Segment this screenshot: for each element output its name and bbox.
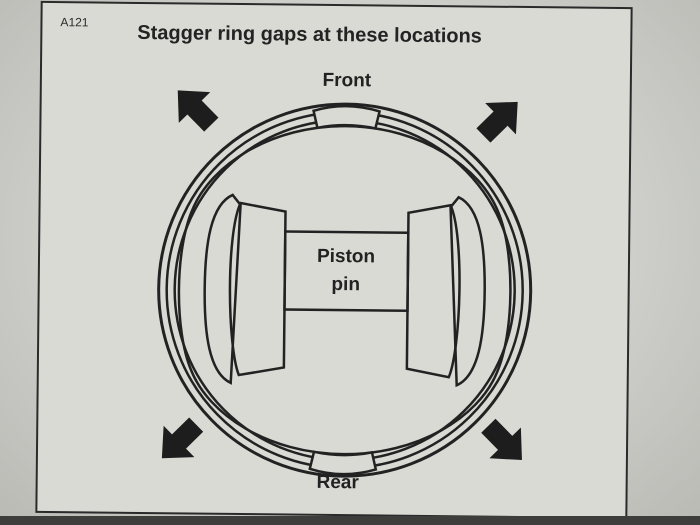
top-right-arrow-icon — [476, 101, 518, 143]
rear-label: Rear — [316, 472, 359, 493]
left-boss-block — [228, 201, 287, 377]
right-boss-block — [405, 203, 461, 379]
left-pin-boss — [203, 193, 242, 385]
bottom-right-arrow-icon — [481, 418, 522, 461]
piston-pin — [283, 230, 410, 313]
right-pin-boss — [449, 195, 486, 388]
piston-label: Piston — [317, 246, 375, 268]
front-label: Front — [322, 70, 371, 92]
piston-diagram: Front Rear Piston pin — [157, 70, 533, 493]
outer-ring — [157, 102, 533, 478]
rear-notch — [308, 450, 378, 476]
bottom-left-arrow-icon — [161, 417, 204, 459]
front-notch — [312, 104, 382, 130]
pin-label: pin — [331, 274, 360, 295]
top-left-arrow-icon — [177, 90, 219, 132]
figure-panel: A121 Stagger ring gaps at these location… — [35, 0, 633, 520]
page-bottom-edge — [0, 516, 700, 525]
